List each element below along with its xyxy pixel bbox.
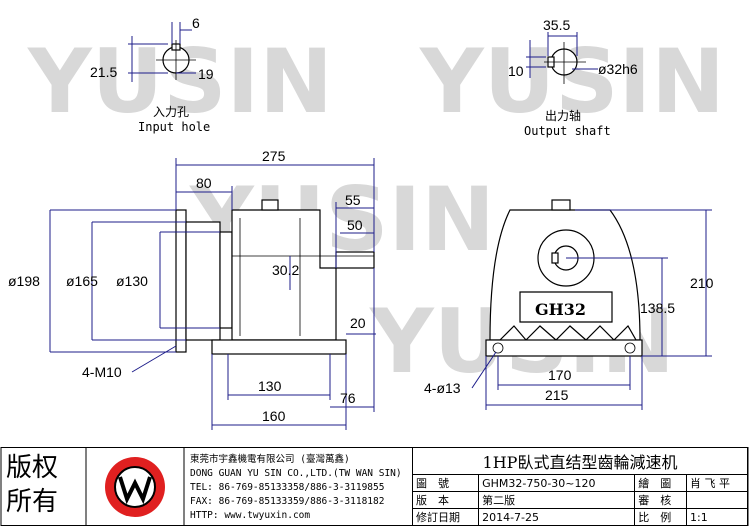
company-url: HTTP: www.twyuxin.com	[190, 510, 311, 521]
front-view-label: GH32	[535, 300, 586, 319]
side-dim-dia165: ø165	[66, 273, 98, 289]
company-name-en: DONG GUAN YU SIN CO.,LTD.(TW WAN SIN)	[190, 468, 402, 479]
side-dim-160: 160	[262, 408, 286, 424]
company-name-cn: 東莞市宇鑫機電有限公司 (臺灣萬鑫)	[190, 454, 350, 465]
company-fax: FAX: 86-769-85133359/886-3-3118182	[190, 496, 385, 507]
rights-line-2: 所有	[6, 487, 59, 517]
company-tel: TEL: 86-769-85133358/886-3-3119855	[190, 482, 385, 493]
company-info: 東莞市宇鑫機電有限公司 (臺灣萬鑫) DONG GUAN YU SIN CO.,…	[190, 453, 402, 523]
front-dim-138.5: 138.5	[640, 300, 675, 316]
copyright-mark: 版权 所有	[6, 451, 58, 519]
input-hole-dim-21.5: 21.5	[90, 64, 117, 80]
front-view: GH32 210 138.5 170 215 4-ø13	[424, 199, 714, 410]
rights-line-1: 版权	[6, 453, 59, 483]
side-dim-76: 76	[340, 390, 356, 406]
label-drawn-by: 繪 圖	[634, 474, 688, 492]
side-view: 275 80 55 50 30.2 20 ø198 ø165 ø130 4-M1…	[8, 148, 376, 430]
watermark-2: YUSIN	[419, 30, 725, 133]
side-dim-130: 130	[258, 378, 282, 394]
side-dim-bolt: 4-M10	[82, 364, 122, 380]
output-shaft-dim-10: 10	[508, 63, 524, 79]
side-dim-20: 20	[350, 315, 366, 331]
input-hole-dim-6: 6	[192, 15, 200, 31]
input-hole-caption-cn: 入力孔	[153, 105, 189, 119]
label-reviewed-by: 審 核	[634, 491, 688, 509]
side-dim-dia130: ø130	[116, 273, 148, 289]
drawing-title: 1HP臥式直结型齒輪減速机	[412, 447, 748, 475]
side-dim-30.2: 30.2	[272, 262, 299, 278]
input-hole-detail: 6 21.5 19 入力孔 Input hole	[90, 15, 214, 134]
title-block: 版权 所有 東莞市宇鑫機電有限公司 (臺灣萬鑫) DONG GUAN YU SI…	[0, 447, 750, 526]
value-reviewed-by	[686, 491, 748, 509]
technical-drawing: YUSIN YUSIN YUSIN YUSIN 6 21.5 19 入力孔 In…	[8, 15, 725, 430]
output-shaft-dim-dia: ø32h6	[598, 61, 638, 77]
input-hole-caption-en: Input hole	[138, 120, 210, 134]
side-dim-50: 50	[347, 217, 363, 233]
side-dim-dia198: ø198	[8, 273, 40, 289]
label-scale: 比 例	[634, 508, 688, 526]
output-shaft-detail: 35.5 10 ø32h6 出力轴 Output shaft	[508, 17, 638, 138]
value-version: 第二版	[478, 491, 636, 509]
value-drawing-no: GHM32-750-30~120	[478, 474, 636, 492]
value-scale: 1:1	[686, 508, 748, 526]
value-drawn-by: 肖 飞 平	[686, 474, 748, 492]
output-shaft-dim-35.5: 35.5	[543, 17, 570, 33]
value-revision-date: 2014-7-25	[478, 508, 636, 526]
output-shaft-caption-cn: 出力轴	[545, 108, 581, 123]
label-drawing-no: 圖 號	[411, 474, 480, 492]
info-row: 修訂日期 2014-7-25 比 例 1:1	[411, 508, 748, 526]
front-dim-170: 170	[548, 367, 572, 383]
front-dim-holes: 4-ø13	[424, 380, 461, 396]
side-dim-55: 55	[345, 192, 361, 208]
front-dim-210: 210	[690, 275, 714, 291]
front-dim-215: 215	[545, 387, 569, 403]
info-row: 版 本 第二版 審 核	[411, 491, 748, 509]
drawing-info-table: 1HP臥式直结型齒輪減速机 圖 號 GHM32-750-30~120 繪 圖 肖…	[411, 447, 748, 526]
side-dim-275: 275	[262, 148, 286, 164]
input-hole-dim-19: 19	[198, 66, 214, 82]
company-logo	[105, 457, 165, 517]
label-revision-date: 修訂日期	[411, 508, 480, 526]
side-dim-80: 80	[196, 175, 212, 191]
info-row: 圖 號 GHM32-750-30~120 繪 圖 肖 飞 平	[411, 474, 748, 492]
title-block-frame	[0, 447, 749, 526]
label-version: 版 本	[411, 491, 480, 509]
output-shaft-caption-en: Output shaft	[524, 124, 611, 138]
